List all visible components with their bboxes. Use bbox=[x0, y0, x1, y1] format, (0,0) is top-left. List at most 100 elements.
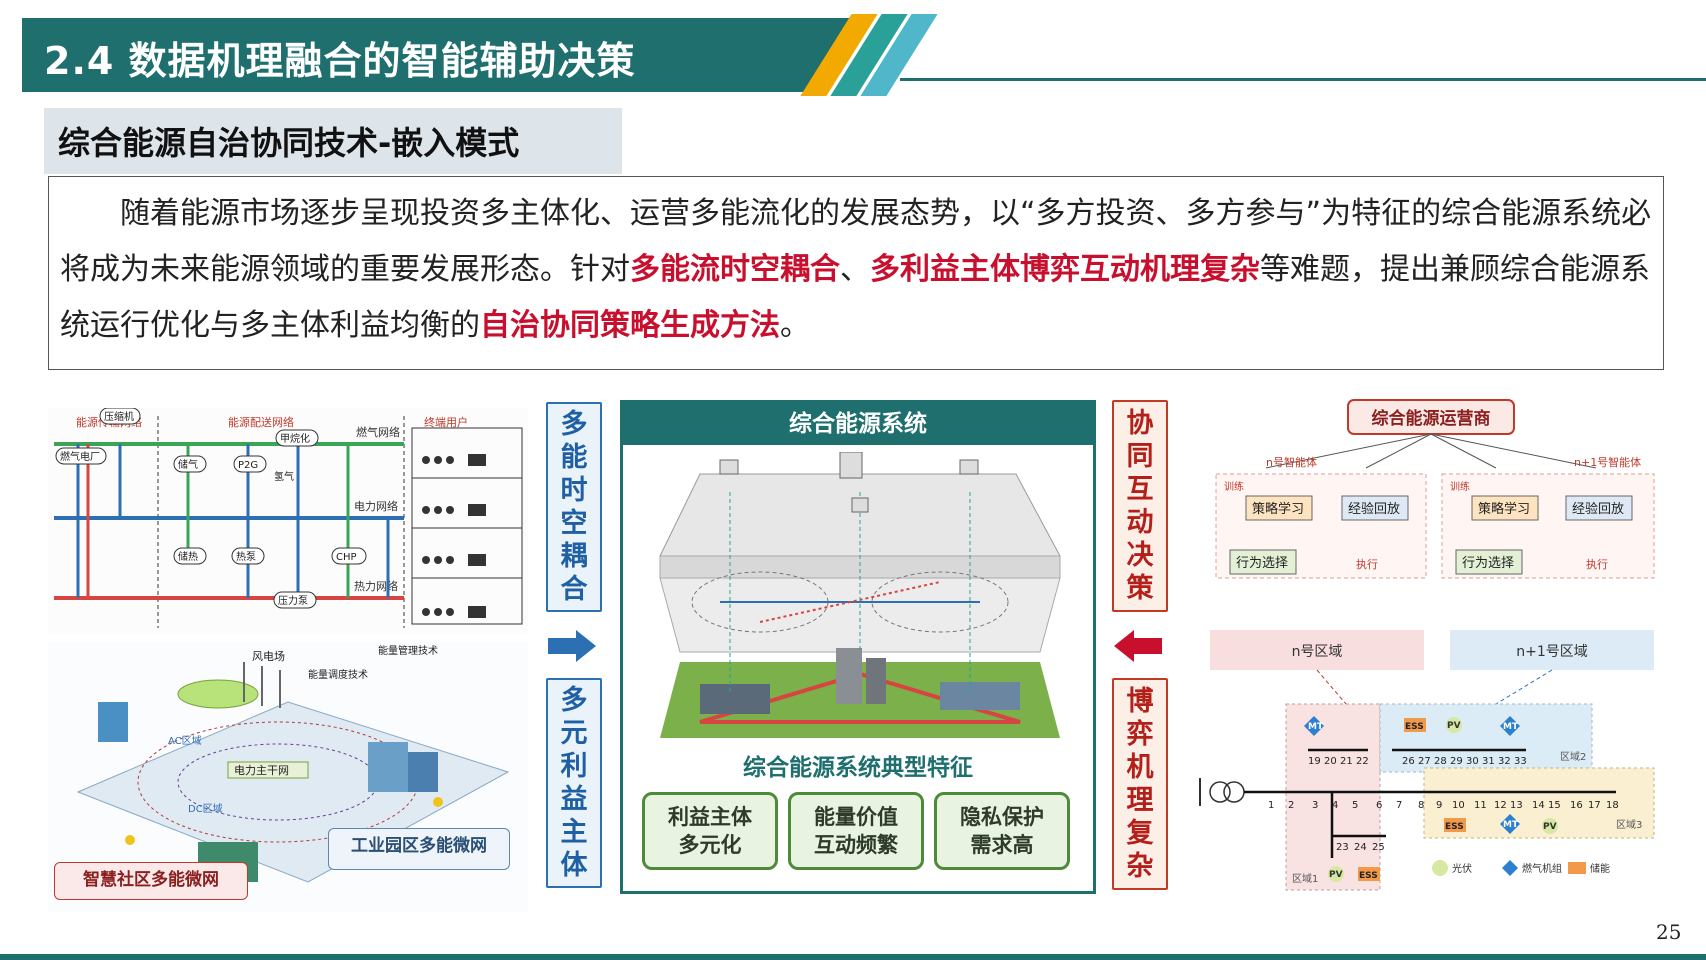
feature-diversified-stakeholders: 利益主体 多元化 bbox=[642, 792, 778, 870]
banner-char: 杂 bbox=[1126, 851, 1154, 882]
energy-system-illustration bbox=[659, 452, 1061, 738]
para-highlight-1: 多能流时空耦合 bbox=[630, 252, 840, 287]
bus-15: 15 bbox=[1548, 800, 1561, 811]
banner-char: 元 bbox=[560, 718, 588, 749]
bus-16: 16 bbox=[1570, 800, 1583, 811]
bus-1: 1 bbox=[1268, 800, 1274, 811]
banner-char: 同 bbox=[1126, 441, 1154, 472]
tag-mt-1: MT bbox=[1308, 722, 1324, 732]
multi-agent-diagram: 综合能源运营商 n号智能体 n+1号智能体 训练 训练 策略学习 经验回放 行为… bbox=[1196, 398, 1666, 898]
feature-frequent-interaction: 能量价值 互动频繁 bbox=[788, 792, 924, 870]
legend-gas-unit: 燃气机组 bbox=[1522, 862, 1562, 875]
para-text-1: 随着能源市场逐步呈现投资多主体化、运营多能流化的发展态势，以“多方投资、多方参与… bbox=[60, 196, 1652, 287]
section-subtitle: 综合能源自治协同技术-嵌入模式 bbox=[58, 124, 520, 162]
label-energy-dispatch: 能量调度技术 bbox=[308, 668, 368, 681]
banner-char: 决 bbox=[1126, 540, 1154, 571]
label-distribution: 能源配送网络 bbox=[228, 415, 294, 429]
operator-title: 综合能源运营商 bbox=[1372, 408, 1491, 429]
banner-char: 多 bbox=[560, 685, 588, 716]
tag-mt-2: MT bbox=[1503, 722, 1519, 732]
label-power-net: 电力网络 bbox=[354, 499, 398, 513]
banner-char: 理 bbox=[1126, 785, 1154, 816]
node-methanation: 甲烷化 bbox=[280, 432, 310, 445]
bus-33: 33 bbox=[1514, 756, 1527, 767]
bus-24: 24 bbox=[1354, 842, 1367, 853]
node-compressor: 压缩机 bbox=[104, 410, 134, 423]
banner-multi-energy-coupling: 多 能 时 空 耦 合 bbox=[546, 402, 602, 612]
label-gas-net: 燃气网络 bbox=[356, 425, 400, 439]
bus-17: 17 bbox=[1588, 800, 1601, 811]
node-hydrogen: 氢气 bbox=[274, 470, 294, 483]
para-highlight-2: 多利益主体博弈互动机理复杂 bbox=[870, 252, 1260, 287]
legend-pv: 光伏 bbox=[1452, 862, 1472, 875]
bus-8: 8 bbox=[1418, 800, 1424, 811]
feature-line: 能量价值 bbox=[814, 805, 898, 829]
bus-21: 21 bbox=[1340, 756, 1353, 767]
action-select-n: 行为选择 bbox=[1236, 556, 1288, 571]
experience-replay-n: 经验回放 bbox=[1348, 501, 1400, 517]
agent-n-label: n号智能体 bbox=[1266, 455, 1317, 469]
paragraph-box bbox=[48, 176, 1664, 370]
banner-char: 策 bbox=[1126, 573, 1154, 604]
page-title: 2.4 数据机理融合的智能辅助决策 bbox=[44, 39, 636, 83]
energy-network-svg: 能源传输网络 能源配送网络 终端用户 燃气网络 电力网络 热力网络 压缩机 bbox=[54, 407, 523, 628]
banner-char: 动 bbox=[1126, 507, 1154, 538]
banner-char: 益 bbox=[560, 784, 588, 815]
tag-ess-3: ESS bbox=[1359, 871, 1378, 881]
header-band bbox=[22, 18, 872, 92]
action-select-n1: 行为选择 bbox=[1462, 556, 1514, 571]
feature-line: 多元化 bbox=[678, 833, 742, 857]
label-heat-net: 热力网络 bbox=[354, 579, 398, 593]
feature-privacy-protection: 隐私保护 需求高 bbox=[934, 792, 1070, 870]
banner-char: 多 bbox=[560, 409, 588, 440]
train-label-n1: 训练 bbox=[1450, 480, 1470, 493]
bus-19: 19 bbox=[1308, 756, 1321, 767]
banner-multi-stakeholder: 多 元 利 益 主 体 bbox=[546, 678, 602, 888]
agent-n1-label: n+1号智能体 bbox=[1574, 455, 1641, 469]
feature-section-title: 综合能源系统典型特征 bbox=[743, 755, 973, 781]
bus-5: 5 bbox=[1352, 800, 1358, 811]
center-panel-title: 综合能源系统 bbox=[623, 403, 1093, 445]
node-heat-storage: 储热 bbox=[178, 550, 198, 563]
node-pressure-pump: 压力泵 bbox=[278, 594, 308, 607]
label-backbone: 电力主干网 bbox=[234, 764, 289, 777]
area-2-label: 区域2 bbox=[1560, 750, 1586, 763]
experience-replay-n1: 经验回放 bbox=[1572, 501, 1624, 517]
banner-collaborative-decision: 协 同 互 动 决 策 bbox=[1112, 400, 1168, 612]
policy-learning-n: 策略学习 bbox=[1252, 501, 1304, 517]
bus-32: 32 bbox=[1498, 756, 1511, 767]
bus-10: 10 bbox=[1452, 800, 1465, 811]
label-energy-mgmt: 能量管理技术 bbox=[378, 644, 438, 657]
policy-learning-n1: 策略学习 bbox=[1478, 501, 1530, 517]
tag-ess-2: ESS bbox=[1445, 822, 1464, 832]
feature-line: 利益主体 bbox=[668, 805, 752, 829]
execute-n1: 执行 bbox=[1586, 557, 1608, 571]
bus-13: 13 bbox=[1510, 800, 1523, 811]
label-dc-area: DC区域 bbox=[188, 802, 223, 815]
banner-char: 协 bbox=[1126, 408, 1154, 439]
banner-char: 复 bbox=[1126, 818, 1154, 849]
banner-game-mechanism: 博 弈 机 理 复 杂 bbox=[1112, 678, 1168, 890]
banner-char: 体 bbox=[560, 850, 588, 881]
banner-char: 弈 bbox=[1126, 719, 1154, 750]
bus-2: 2 bbox=[1288, 800, 1294, 811]
banner-char: 合 bbox=[560, 574, 588, 605]
subtitle-box bbox=[44, 108, 622, 174]
footer-rule bbox=[0, 954, 1706, 960]
area-3-label: 区域3 bbox=[1616, 818, 1642, 831]
para-text-4: 。 bbox=[780, 308, 810, 343]
tag-pv-1: PV bbox=[1447, 721, 1461, 731]
bus-9: 9 bbox=[1436, 800, 1442, 811]
bus-26: 26 bbox=[1402, 756, 1415, 767]
bus-31: 31 bbox=[1482, 756, 1495, 767]
multi-agent-svg: 综合能源运营商 n号智能体 n+1号智能体 训练 训练 策略学习 经验回放 行为… bbox=[1199, 399, 1655, 891]
legend-storage: 储能 bbox=[1590, 862, 1610, 875]
banner-char: 能 bbox=[560, 442, 588, 473]
bus-25: 25 bbox=[1372, 842, 1385, 853]
arrow-right-icon bbox=[548, 630, 596, 662]
tag-mt-3: MT bbox=[1503, 820, 1519, 830]
execute-n: 执行 bbox=[1356, 557, 1378, 571]
bus-29: 29 bbox=[1450, 756, 1463, 767]
banner-char: 互 bbox=[1126, 474, 1154, 505]
bus-22: 22 bbox=[1356, 756, 1369, 767]
